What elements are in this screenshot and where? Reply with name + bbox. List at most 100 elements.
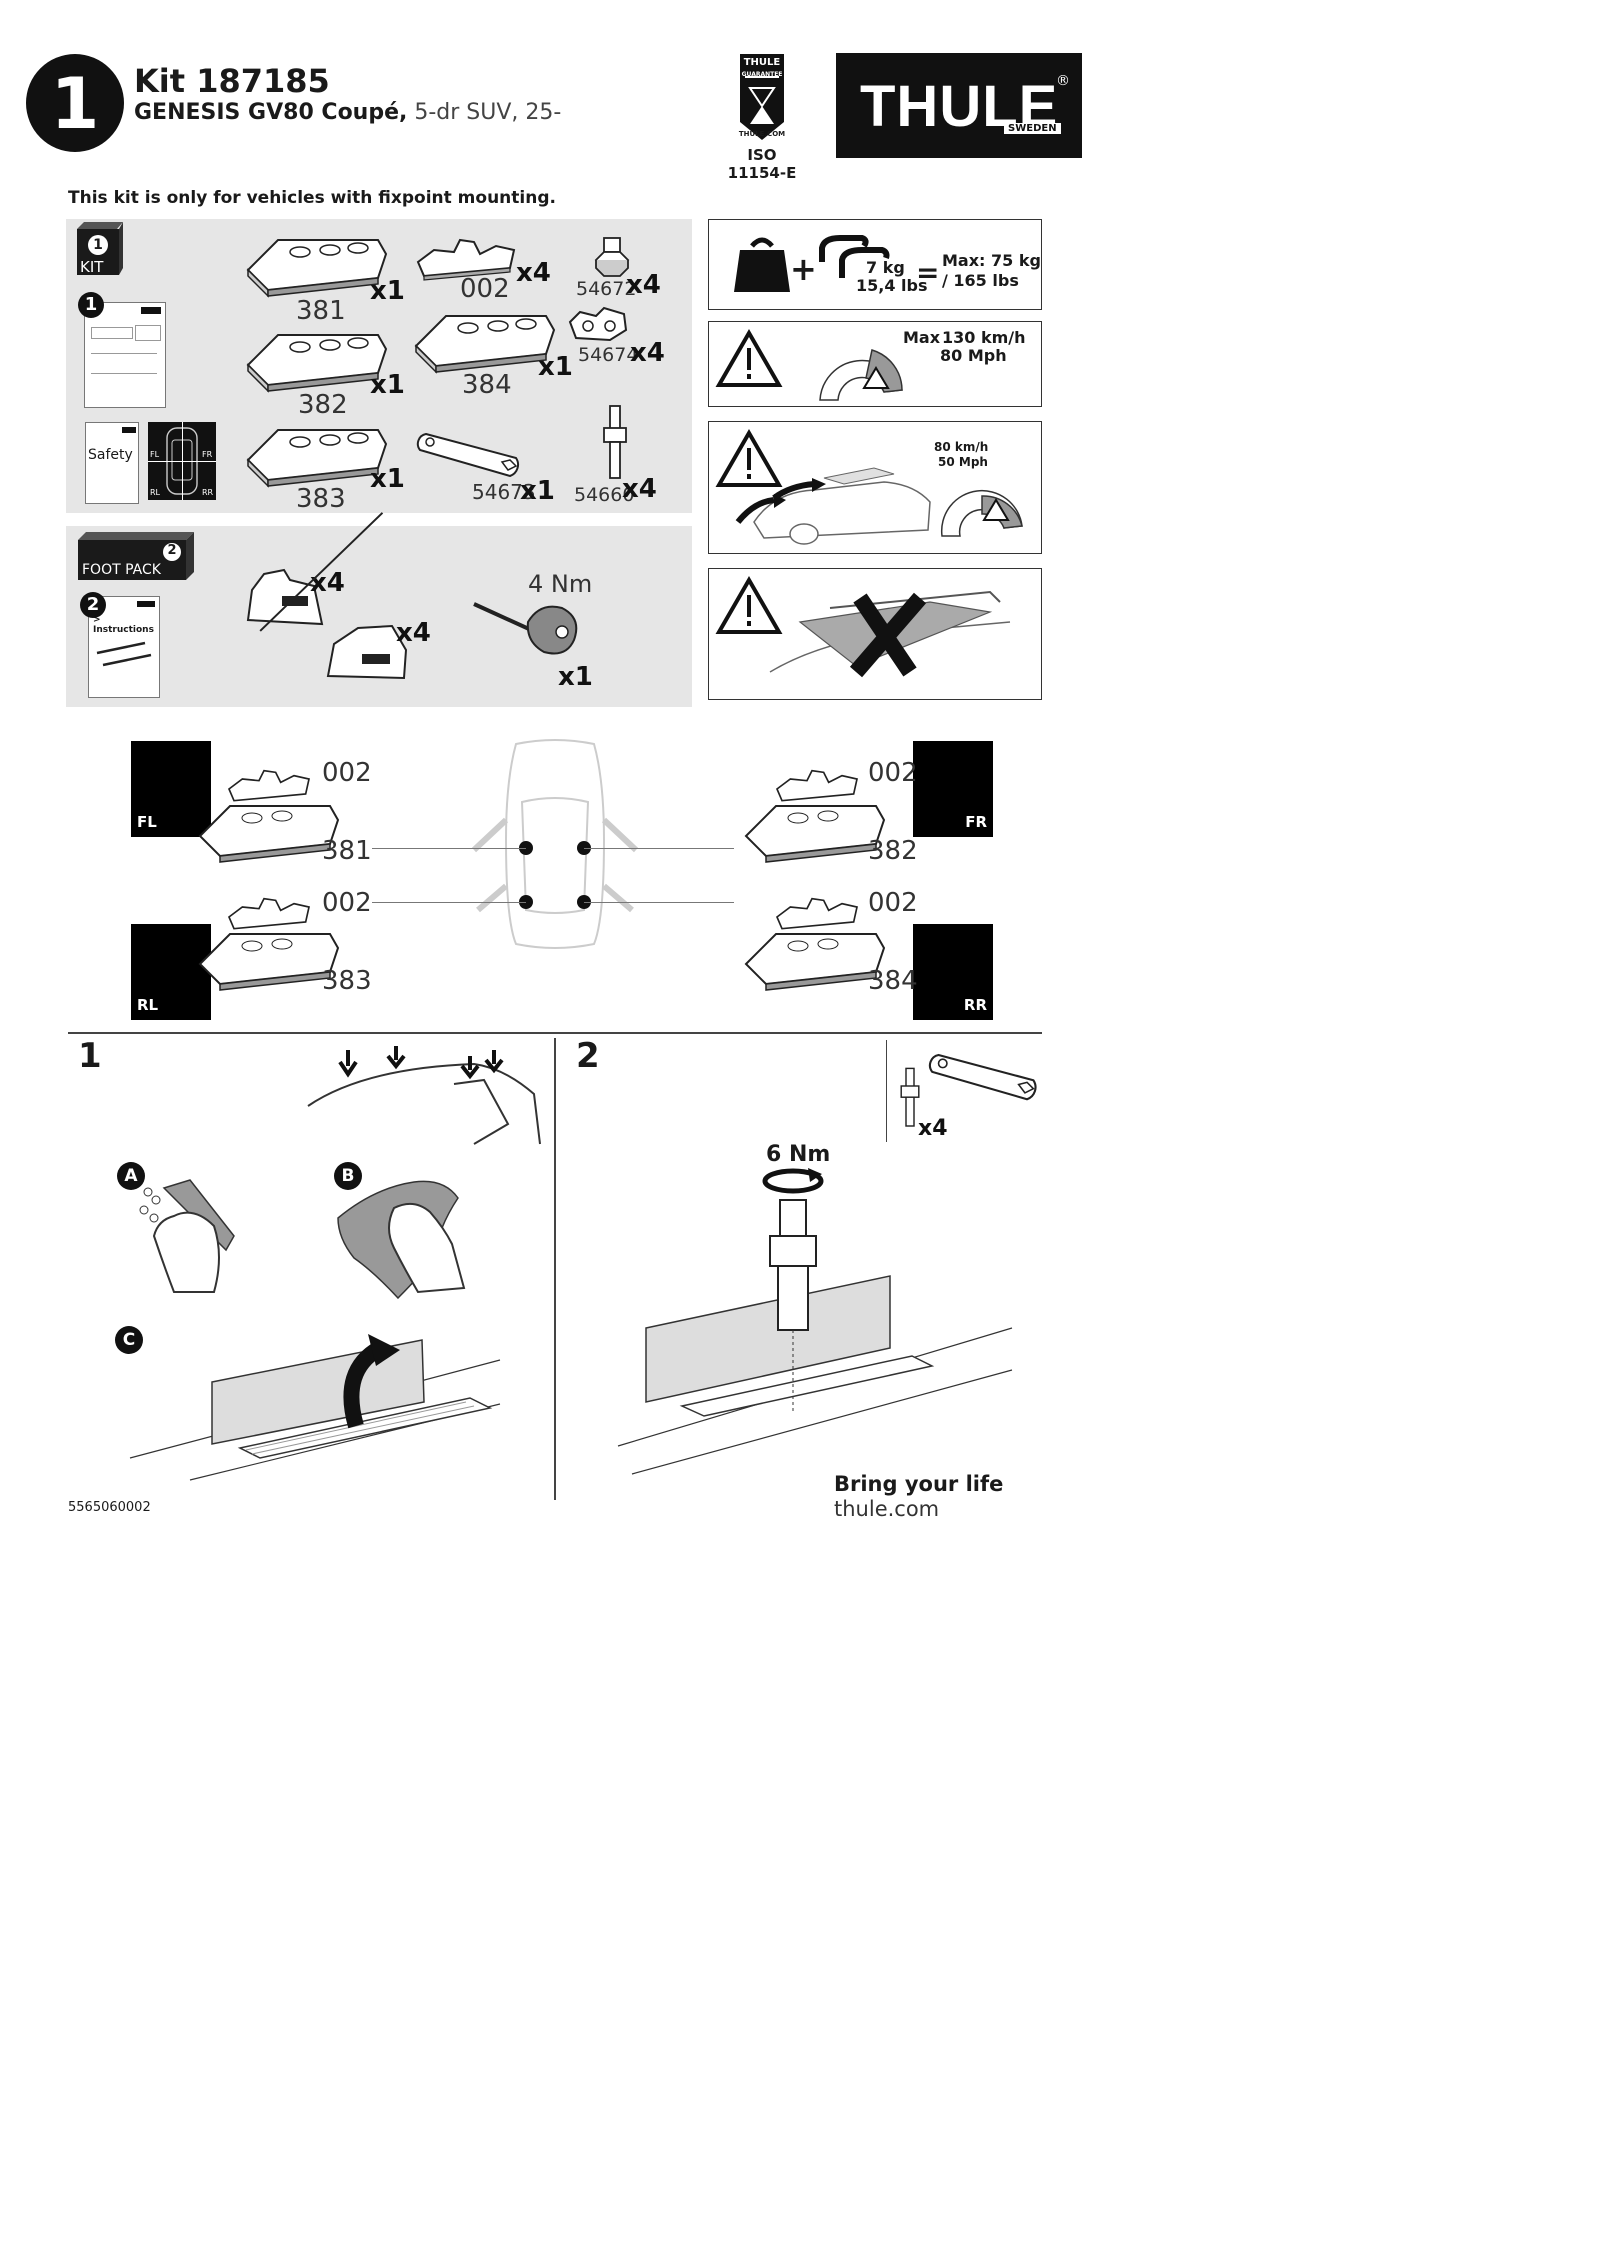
- cloth-wipe-image: [337, 1180, 466, 1300]
- fr-pad-image: [775, 769, 858, 802]
- step1-sub-a: A: [124, 1166, 138, 1186]
- remove-cover-image: [129, 1334, 501, 1481]
- footer-tagline: Bring your life: [834, 1472, 1004, 1496]
- adapter-block-384-image: [414, 315, 556, 374]
- rr-block-image: [744, 933, 886, 991]
- position-fr-label: FR: [965, 813, 987, 831]
- load-equals: =: [916, 256, 940, 289]
- speed-kmh: 130 km/h: [942, 328, 1026, 347]
- speedometer-icon: [819, 349, 903, 401]
- position-rl-label: RL: [137, 996, 159, 1014]
- foot-type-1-image: [246, 568, 324, 626]
- position-fl-label: FL: [137, 813, 157, 831]
- steps-divider-h: [68, 1032, 1042, 1034]
- carwash-kmh: 80 km/h: [934, 440, 989, 454]
- fl-pad-code: 002: [322, 758, 372, 788]
- fr-pad-code: 002: [868, 758, 918, 788]
- max-load-lbs: / 165 lbs: [942, 271, 1019, 290]
- step2-torque: 6 Nm: [766, 1142, 831, 1167]
- foot-pack-badge-number: 2: [167, 543, 177, 558]
- vehicle-spec: 5-dr SUV, 25-: [407, 100, 562, 125]
- carwash-mph: 50 Mph: [938, 455, 988, 469]
- fixpoint-notice: This kit is only for vehicles with fixpo…: [68, 188, 556, 208]
- footer-url[interactable]: thule.com: [834, 1497, 940, 1521]
- load-weight-kg: 7 kg: [866, 258, 905, 277]
- step2-install-image: [617, 1199, 1013, 1475]
- warning-triangle-icon: [715, 575, 783, 634]
- step2-key-plate-image: [928, 1053, 1037, 1101]
- part-qty-54674: x4: [630, 338, 665, 368]
- fl-pad-image: [227, 769, 310, 802]
- torque-tool-image: [473, 602, 578, 655]
- rotate-arrow-icon: [762, 1168, 824, 1194]
- rl-pad-code: 002: [322, 888, 372, 918]
- foot-pack-booklet: > Instructions: [88, 596, 160, 698]
- guarantee-top: THULE: [743, 57, 781, 68]
- step2-number: 2: [576, 1036, 600, 1076]
- step2-parts-divider: [886, 1040, 887, 1142]
- kit-booklet-image: [84, 302, 166, 408]
- rl-pad-image: [227, 897, 310, 930]
- position-rl-badge: RL: [131, 924, 211, 1020]
- key-plate-54673-image: [416, 432, 519, 478]
- map-divider-v: [182, 422, 183, 500]
- kit-title: Kit 187185: [134, 62, 330, 100]
- roof-no-load-image: [769, 590, 1011, 678]
- leader-line-fr: [584, 848, 734, 849]
- iso-label: ISO 11154-E: [727, 146, 797, 182]
- car-top-view-image: [471, 739, 639, 949]
- part-qty-002: x4: [516, 258, 551, 288]
- clamp-54674-image: [568, 306, 628, 342]
- kit-badge-number: 1: [93, 237, 103, 253]
- weight-icon: [734, 237, 790, 292]
- part-qty-54672: x4: [626, 270, 661, 300]
- nut-54672-image: [594, 237, 630, 277]
- thule-logo-reg: ®: [1056, 73, 1070, 89]
- foot-pack-badge: [78, 532, 194, 580]
- part-qty-381: x1: [370, 276, 405, 306]
- position-map: FL FR RL RR: [148, 422, 216, 500]
- rr-block-code: 384: [868, 966, 918, 996]
- fl-block-image: [198, 805, 340, 863]
- fr-block-code: 382: [868, 836, 918, 866]
- part-code-54660: 54660: [574, 484, 635, 506]
- part-code-382: 382: [298, 390, 348, 420]
- fl-block-code: 381: [322, 836, 372, 866]
- booklet-logo: [141, 307, 161, 314]
- position-rr-badge: RR: [913, 924, 993, 1020]
- part-qty-382: x1: [370, 370, 405, 400]
- kit-booklet-number: 1: [84, 294, 98, 315]
- position-fr-badge: FR: [913, 741, 993, 837]
- steps-divider-v: [554, 1038, 556, 1500]
- step1-number: 1: [78, 1036, 102, 1076]
- leader-line-rl: [372, 902, 526, 903]
- step2-qty: x4: [918, 1116, 948, 1141]
- map-label-rr: RR: [202, 488, 214, 497]
- part-code-002: 002: [460, 274, 510, 304]
- position-fl-badge: FL: [131, 741, 211, 837]
- foot-pack-booklet-text: > Instructions: [93, 615, 154, 635]
- thule-logo-sub: SWEDEN: [1004, 123, 1061, 134]
- part-code-54673: 54673: [472, 480, 536, 504]
- rr-pad-image: [775, 897, 858, 930]
- kit-booklet-circle: [78, 292, 104, 318]
- part-qty-54673: x1: [520, 476, 555, 506]
- leader-line-fl: [372, 848, 526, 849]
- part-code-384: 384: [462, 370, 512, 400]
- load-plus: +: [790, 250, 817, 288]
- step-number-circle: [26, 54, 124, 152]
- thule-logo: THULE SWEDEN ®: [836, 53, 1082, 158]
- vehicle-line: GENESIS GV80 Coupé, 5-dr SUV, 25-: [134, 100, 561, 125]
- step-number: 1: [50, 63, 100, 145]
- booklet-logo: [137, 601, 155, 607]
- step1-sub-b-circle: [334, 1162, 362, 1190]
- warning-triangle-icon: [715, 328, 783, 387]
- step1-sub-c: C: [122, 1330, 136, 1350]
- rl-block-image: [198, 933, 340, 991]
- foot-pack-booklet-circle: [80, 592, 106, 618]
- adapter-block-383-image: [246, 429, 388, 488]
- part-qty-54660: x4: [622, 474, 657, 504]
- rr-pad-code: 002: [868, 888, 918, 918]
- foot-pack-badge-label: FOOT PACK: [82, 562, 161, 578]
- booklet-logo: [122, 427, 136, 433]
